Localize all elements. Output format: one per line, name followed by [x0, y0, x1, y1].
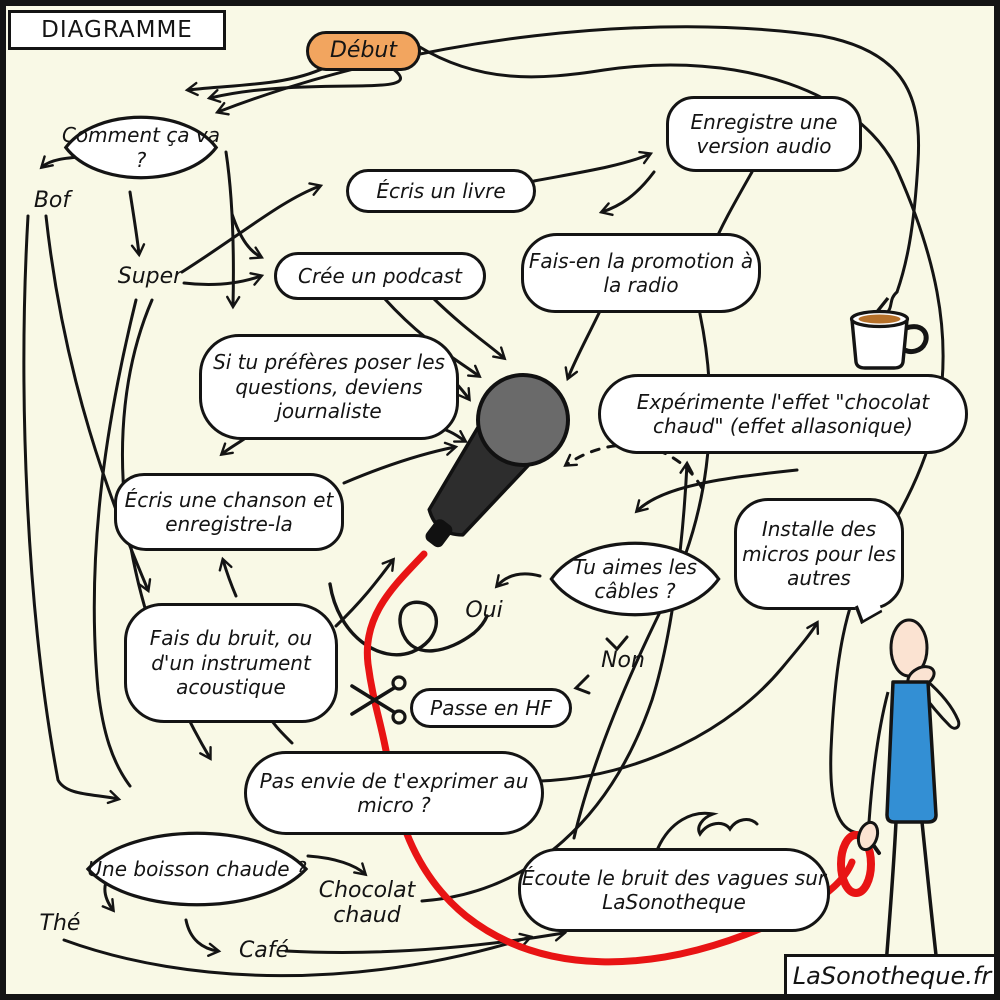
node-ecris-un-livre-label: Écris un livre — [376, 178, 506, 203]
node-enregistre-version: Enregistre une version audio — [666, 96, 862, 172]
node-tu-aimes-cables-label: Tu aimes les câbles ? — [573, 554, 697, 603]
node-cree-un-podcast-label: Crée un podcast — [297, 263, 462, 288]
label-the-text: Thé — [39, 911, 81, 936]
node-comment-ca-va: Comment ça va ? — [61, 101, 221, 194]
node-promotion-radio: Fais-en la promotion à la radio — [521, 233, 761, 313]
label-super: Super — [104, 264, 196, 289]
node-une-boisson: Une boisson chaude ? — [81, 814, 313, 924]
label-oui-text: Oui — [465, 598, 503, 623]
label-cafe-text: Café — [238, 938, 290, 963]
node-installe-micros: Installe des micros pour les autres — [734, 498, 904, 625]
node-pas-envie-label: Pas envie de t'exprimer au micro ? — [259, 768, 529, 817]
label-bof-text: Bof — [33, 188, 71, 213]
flow-arrows — [22, 25, 945, 978]
node-experimente-label: Expérimente l'effet "chocolat chaud" (ef… — [636, 389, 930, 438]
site-watermark: LaSonotheque.fr — [792, 962, 992, 990]
node-une-boisson-label: Une boisson chaude ? — [87, 856, 307, 881]
site-watermark-box: LaSonotheque.fr — [784, 954, 994, 994]
node-promotion-radio-label: Fais-en la promotion à la radio — [528, 248, 754, 297]
node-fais-du-bruit: Fais du bruit, ou d'un instrument acoust… — [124, 603, 338, 723]
node-journaliste-label: Si tu préfères poser les questions, devi… — [213, 350, 445, 424]
label-oui: Oui — [454, 598, 514, 623]
label-non: Non — [588, 648, 658, 673]
diagram-title: DIAGRAMME — [41, 17, 193, 43]
scissors-icon — [350, 675, 407, 725]
person-figure — [867, 618, 961, 991]
label-non-text: Non — [601, 648, 645, 673]
node-enregistre-version-label: Enregistre une version audio — [690, 109, 838, 158]
node-ecris-un-livre: Écris un livre — [346, 169, 536, 213]
node-debut: Début — [306, 31, 421, 71]
node-passe-en-hf: Passe en HF — [410, 688, 572, 728]
node-ecoute-vagues: Écoute le bruit des vagues sur LaSonothe… — [518, 848, 830, 932]
label-the: Thé — [28, 911, 92, 936]
node-ecris-chanson-label: Écris une chanson et enregistre-la — [124, 487, 334, 536]
microphone-icon — [425, 373, 570, 548]
node-debut-label: Début — [329, 37, 397, 63]
diamond-shape — [61, 101, 221, 194]
node-installe-micros-label: Installe des micros pour les autres — [742, 517, 896, 591]
label-chocolat-chaud-text: Chocolat chaud — [318, 878, 416, 929]
node-ecoute-vagues-label: Écoute le bruit des vagues sur LaSonothe… — [521, 865, 827, 914]
node-tu-aimes-cables: Tu aimes les câbles ? — [546, 524, 724, 634]
hot-chocolate-mug-icon — [849, 296, 929, 370]
label-chocolat-chaud: Chocolat chaud — [306, 878, 428, 929]
diamond-shape — [546, 524, 724, 634]
label-cafe: Café — [226, 938, 302, 963]
label-super-text: Super — [117, 264, 183, 289]
red-cable-coil — [837, 831, 875, 897]
node-ecris-chanson: Écris une chanson et enregistre-la — [114, 473, 344, 551]
node-passe-en-hf-label: Passe en HF — [430, 695, 552, 720]
label-bof: Bof — [20, 188, 84, 213]
wave-icon — [656, 811, 759, 850]
node-experimente: Expérimente l'effet "chocolat chaud" (ef… — [598, 374, 968, 454]
node-journaliste: Si tu préfères poser les questions, devi… — [199, 334, 459, 440]
diagram-title-box: DIAGRAMME — [8, 10, 226, 50]
node-cree-un-podcast: Crée un podcast — [274, 252, 486, 300]
hand-holding-cable — [856, 820, 881, 855]
node-fais-du-bruit-label: Fais du bruit, ou d'un instrument acoust… — [149, 626, 313, 700]
node-comment-ca-va-label: Comment ça va ? — [61, 123, 221, 172]
diamond-shape — [81, 814, 313, 924]
node-pas-envie: Pas envie de t'exprimer au micro ? — [244, 751, 544, 835]
